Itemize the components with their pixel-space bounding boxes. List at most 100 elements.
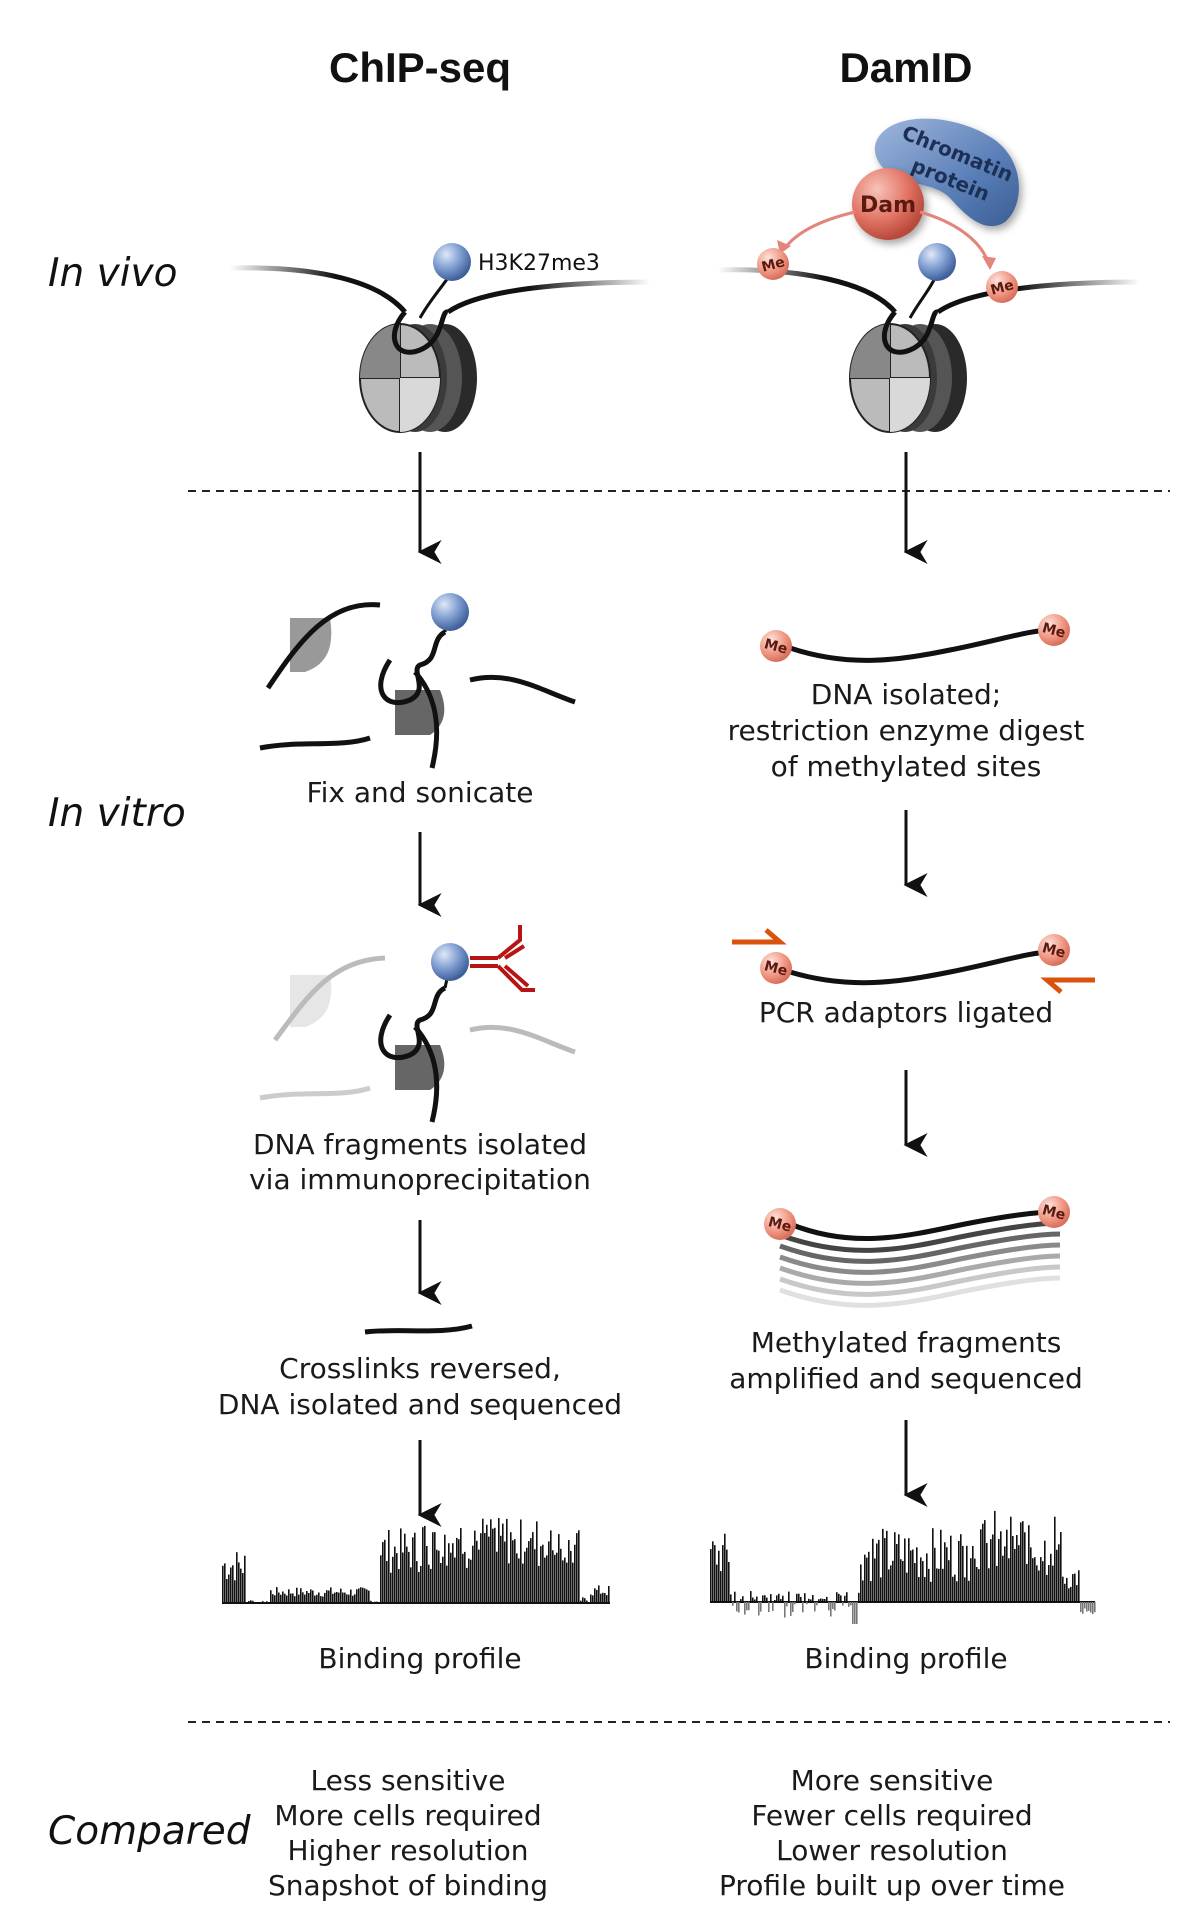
profile-bar bbox=[710, 1549, 712, 1602]
profile-bar bbox=[922, 1561, 924, 1602]
profile-bar bbox=[800, 1597, 802, 1602]
profile-bar bbox=[1092, 1602, 1094, 1615]
profile-bar bbox=[448, 1543, 450, 1603]
profile-bar bbox=[1002, 1555, 1004, 1602]
profile-bar bbox=[358, 1588, 360, 1603]
damid-compared-item: Fewer cells required bbox=[751, 1799, 1032, 1832]
profile-bar bbox=[732, 1602, 734, 1606]
profile-bar bbox=[1068, 1588, 1070, 1602]
profile-bar bbox=[888, 1569, 890, 1602]
profile-bar bbox=[904, 1538, 906, 1602]
profile-bar bbox=[408, 1551, 410, 1603]
profile-bar bbox=[846, 1592, 848, 1602]
dam-arrow-right bbox=[919, 210, 990, 263]
profile-bar bbox=[568, 1540, 570, 1603]
profile-bar bbox=[410, 1567, 412, 1603]
profile-bar bbox=[956, 1581, 958, 1602]
profile-bar bbox=[344, 1592, 346, 1603]
profile-bar bbox=[382, 1542, 384, 1603]
profile-bar bbox=[290, 1593, 292, 1603]
profile-bar bbox=[510, 1532, 512, 1603]
profile-bar bbox=[570, 1550, 572, 1603]
profile-bar bbox=[602, 1592, 604, 1603]
profile-bar bbox=[858, 1592, 860, 1602]
damid-binding-profile bbox=[710, 1510, 1096, 1624]
profile-bar bbox=[324, 1592, 326, 1603]
profile-bar bbox=[854, 1602, 856, 1624]
profile-bar bbox=[552, 1550, 554, 1603]
profile-bar bbox=[604, 1593, 606, 1603]
profile-bar bbox=[482, 1518, 484, 1603]
profile-bar bbox=[346, 1594, 348, 1603]
profile-bar bbox=[794, 1602, 796, 1605]
in-vivo-label: In vivo bbox=[48, 251, 177, 296]
profile-bar bbox=[538, 1565, 540, 1603]
chip-step-profile: Binding profile bbox=[318, 1642, 521, 1675]
profile-bar bbox=[882, 1528, 884, 1602]
profile-bar bbox=[1000, 1531, 1002, 1602]
profile-bar bbox=[248, 1601, 250, 1603]
profile-bar bbox=[1022, 1521, 1024, 1602]
profile-bar bbox=[470, 1559, 472, 1603]
profile-bar bbox=[890, 1565, 892, 1602]
profile-bar bbox=[236, 1552, 238, 1603]
profile-bar bbox=[958, 1540, 960, 1602]
profile-bar bbox=[964, 1577, 966, 1602]
profile-bar bbox=[234, 1580, 236, 1603]
profile-bar bbox=[724, 1533, 726, 1602]
profile-bar bbox=[1088, 1602, 1090, 1611]
profile-bar bbox=[992, 1534, 994, 1602]
profile-bar bbox=[736, 1602, 738, 1612]
profile-bar bbox=[838, 1593, 840, 1602]
profile-bar bbox=[1014, 1548, 1016, 1602]
profile-bar bbox=[718, 1550, 720, 1602]
profile-bar bbox=[430, 1568, 432, 1603]
damid-amp-me-right-label: Me bbox=[1040, 1202, 1067, 1224]
profile-bar bbox=[502, 1523, 504, 1603]
profile-bar bbox=[814, 1602, 816, 1612]
profile-bar bbox=[934, 1547, 936, 1602]
profile-bar bbox=[452, 1543, 454, 1603]
profile-bar bbox=[350, 1589, 352, 1603]
methyl-mark-right bbox=[986, 271, 1018, 303]
chip-seq-title: ChIP-seq bbox=[329, 44, 511, 91]
profile-bar bbox=[230, 1567, 232, 1603]
profile-bar bbox=[374, 1601, 376, 1603]
profile-bar bbox=[272, 1594, 274, 1603]
profile-bar bbox=[1038, 1570, 1040, 1602]
chip-binding-profile bbox=[222, 1518, 610, 1604]
profile-bar bbox=[842, 1602, 844, 1606]
profile-bar bbox=[874, 1558, 876, 1602]
damid-pcr-me-right-label: Me bbox=[1040, 940, 1067, 962]
profile-bar bbox=[426, 1546, 428, 1603]
profile-bar bbox=[792, 1602, 794, 1612]
profile-bar bbox=[1012, 1536, 1014, 1602]
profile-bar bbox=[542, 1544, 544, 1603]
profile-bar bbox=[280, 1594, 282, 1603]
profile-bar bbox=[916, 1547, 918, 1602]
profile-bar bbox=[1010, 1516, 1012, 1602]
profile-bar bbox=[810, 1599, 812, 1602]
profile-bar bbox=[572, 1562, 574, 1603]
profile-bar bbox=[416, 1561, 418, 1603]
profile-bar bbox=[526, 1547, 528, 1603]
profile-bar bbox=[758, 1602, 760, 1616]
profile-bar bbox=[848, 1602, 850, 1607]
profile-bar bbox=[1050, 1553, 1052, 1602]
profile-bar bbox=[508, 1563, 510, 1603]
profile-bar bbox=[960, 1534, 962, 1602]
profile-bar bbox=[590, 1594, 592, 1603]
profile-bar bbox=[282, 1591, 284, 1603]
profile-bar bbox=[766, 1597, 768, 1602]
profile-bar bbox=[422, 1527, 424, 1603]
damid-amp-me-left-label: Me bbox=[766, 1214, 793, 1236]
profile-bar bbox=[1062, 1576, 1064, 1602]
methyl-label-left: Me bbox=[760, 254, 787, 276]
profile-bar bbox=[716, 1564, 718, 1602]
profile-bar bbox=[862, 1580, 864, 1602]
chip-step-seq-line2: DNA isolated and sequenced bbox=[218, 1388, 622, 1421]
profile-bar bbox=[1074, 1573, 1076, 1602]
damid-nucleosome bbox=[717, 267, 1141, 433]
profile-bar bbox=[868, 1551, 870, 1602]
pcr-adaptor-left-icon bbox=[732, 928, 787, 945]
